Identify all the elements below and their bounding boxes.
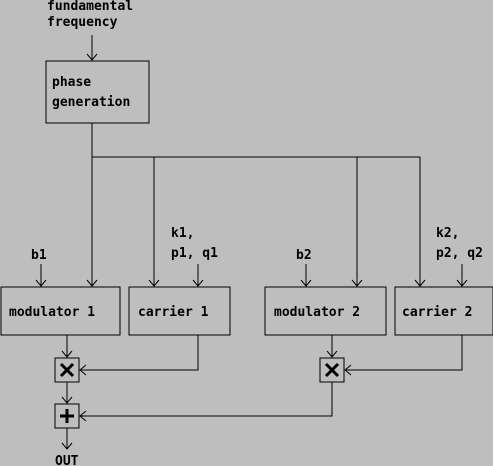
output-label: OUT xyxy=(55,454,79,466)
carrier-1-block: carrier 1 xyxy=(128,286,231,336)
add-operator xyxy=(54,403,80,429)
p2-q2-label: p2, q2 xyxy=(436,246,483,261)
modulator-2-block: modulator 2 xyxy=(264,286,387,336)
signal-wires xyxy=(35,35,468,450)
k2-label: k2, xyxy=(436,226,459,241)
fundamental-frequency-label-line2: frequency xyxy=(47,15,118,30)
modulator-2-label: modulator 2 xyxy=(274,305,360,320)
p1-q1-label: p1, q1 xyxy=(171,246,218,261)
multiply-operator-1 xyxy=(54,357,80,383)
phase-generation-label-line2: generation xyxy=(52,95,130,110)
modulator-1-label: modulator 1 xyxy=(9,305,95,320)
b2-label: b2 xyxy=(296,248,312,263)
carrier-2-label: carrier 2 xyxy=(402,305,472,320)
b1-label: b1 xyxy=(31,248,47,263)
plus-icon xyxy=(60,409,74,423)
phase-generation-block: phase generation xyxy=(45,60,150,124)
phase-generation-label-line1: phase xyxy=(52,75,91,90)
fundamental-frequency-label-line1: fundamental xyxy=(47,0,133,14)
carrier-2-block: carrier 2 xyxy=(394,286,493,336)
carrier-1-label: carrier 1 xyxy=(138,305,209,320)
multiply-icon xyxy=(324,362,340,378)
k1-label: k1, xyxy=(171,226,194,241)
multiply-operator-2 xyxy=(319,357,345,383)
modulator-1-block: modulator 1 xyxy=(0,286,121,336)
multiply-icon xyxy=(59,362,75,378)
